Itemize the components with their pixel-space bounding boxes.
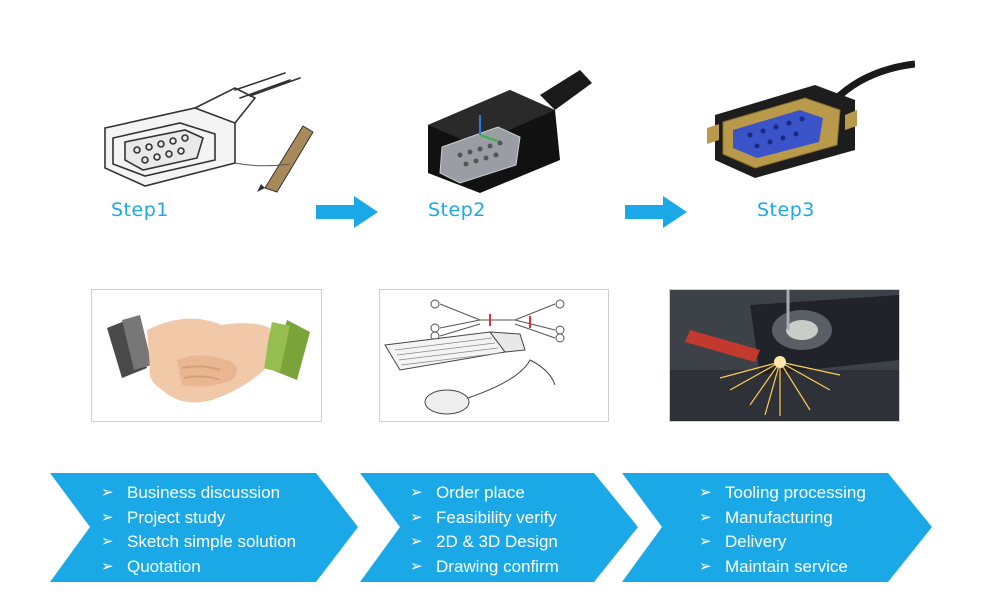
arrow-bullet-icon: ➢ [410, 508, 423, 526]
step-3-label: Step3 [757, 199, 815, 221]
arrow-bullet-icon: ➢ [699, 508, 712, 526]
arrow-bullet-icon: ➢ [699, 533, 712, 550]
bullet-item: ➢Manufacturing [699, 506, 866, 531]
bullet-item: ➢Drawing confirm [410, 555, 559, 580]
stage-1-bullets: ➢Business discussion ➢Project study ➢Ske… [101, 481, 296, 579]
arrow-bullet-icon: ➢ [699, 484, 712, 501]
sparks-icon [670, 290, 899, 421]
arrow-bullet-icon: ➢ [101, 533, 114, 550]
bullet-item: ➢Sketch simple solution [101, 530, 296, 555]
step-1-label: Step1 [111, 199, 169, 221]
black-connector-illustration [428, 70, 592, 193]
arrow-bullet-icon: ➢ [410, 533, 423, 550]
sketch-connector-illustration [104, 72, 314, 193]
finished-cable-illustration [707, 60, 915, 178]
arrow-right-icon [316, 196, 378, 228]
handshake-photo [91, 289, 322, 422]
bullet-item: ➢Delivery [699, 530, 866, 555]
keyboard-mouse-icon [384, 299, 565, 415]
bullet-item: ➢Quotation [101, 555, 296, 580]
stage-3-bullets: ➢Tooling processing ➢Manufacturing ➢Deli… [699, 481, 866, 579]
bullet-item: ➢Tooling processing [699, 481, 866, 506]
arrow-bullet-icon: ➢ [699, 557, 712, 575]
arrow-bullet-icon: ➢ [410, 484, 423, 501]
stage-2-bullets: ➢Order place ➢Feasibility verify ➢2D & 3… [410, 481, 559, 579]
cad-design-photo [379, 289, 609, 422]
bullet-item: ➢Order place [410, 481, 559, 506]
arrow-right-icon [625, 196, 687, 228]
handshake-icon [107, 315, 310, 403]
arrow-bullet-icon: ➢ [101, 508, 114, 526]
bullet-item: ➢Feasibility verify [410, 506, 559, 531]
bullet-item: ➢Project study [101, 506, 296, 531]
arrow-bullet-icon: ➢ [101, 484, 114, 501]
bullet-item: ➢2D & 3D Design [410, 530, 559, 555]
bullet-item: ➢Maintain service [699, 555, 866, 580]
arrow-bullet-icon: ➢ [410, 557, 423, 575]
step-2-label: Step2 [428, 199, 486, 221]
bullet-item: ➢Business discussion [101, 481, 296, 506]
welding-photo [669, 289, 900, 422]
arrow-bullet-icon: ➢ [101, 557, 114, 575]
